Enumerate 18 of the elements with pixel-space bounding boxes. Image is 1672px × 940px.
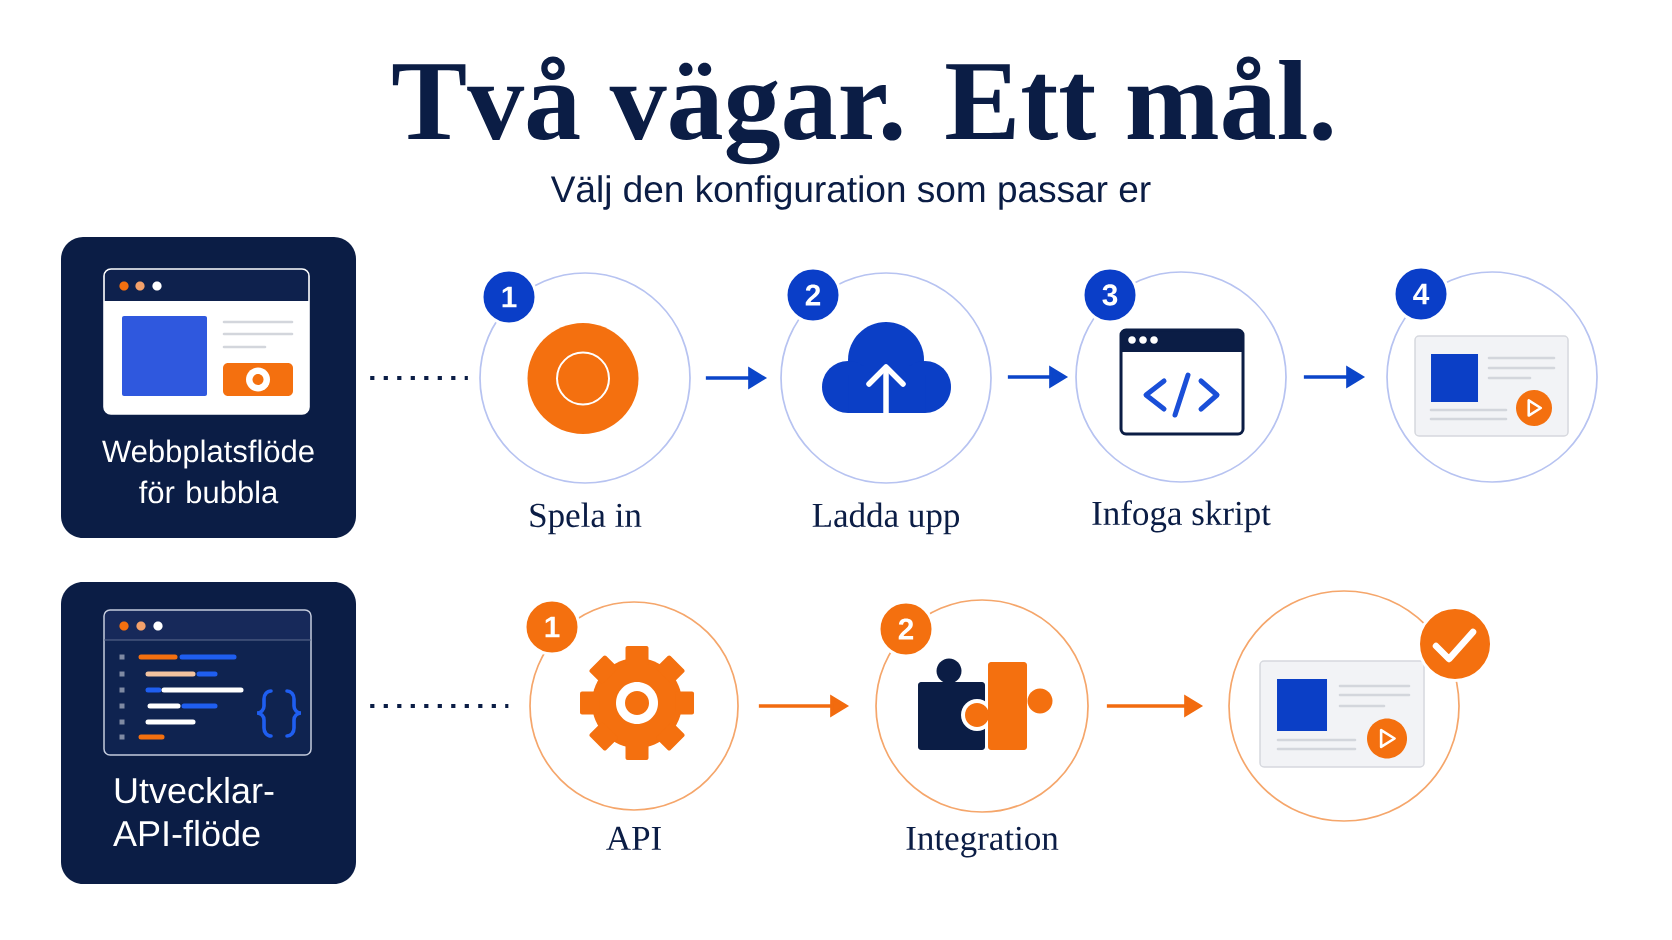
node-label: Integration xyxy=(906,826,1059,858)
step-number-badge: 2 xyxy=(877,600,935,658)
step-number-badge: 1 xyxy=(523,598,581,656)
step-number-badge: 1 xyxy=(480,268,538,326)
subtitle: Välj den konfiguration som passar er xyxy=(550,175,1151,210)
step-circle xyxy=(1228,590,1460,822)
dotted-line xyxy=(370,375,468,381)
node-label: API xyxy=(606,826,661,850)
step-number-badge: 3 xyxy=(1081,266,1139,324)
node-label: Ladda upp xyxy=(812,502,960,535)
step-circle xyxy=(1386,271,1598,483)
title: Två vägar. Ett mål. xyxy=(392,56,1332,165)
node-label: Spela in xyxy=(530,502,642,535)
check-badge xyxy=(1417,606,1493,682)
step-number-badge: 4 xyxy=(1392,265,1450,323)
dotted-line xyxy=(370,703,509,709)
step-number-badge: 2 xyxy=(784,266,842,324)
node-label: Infoga skript xyxy=(1092,500,1271,533)
